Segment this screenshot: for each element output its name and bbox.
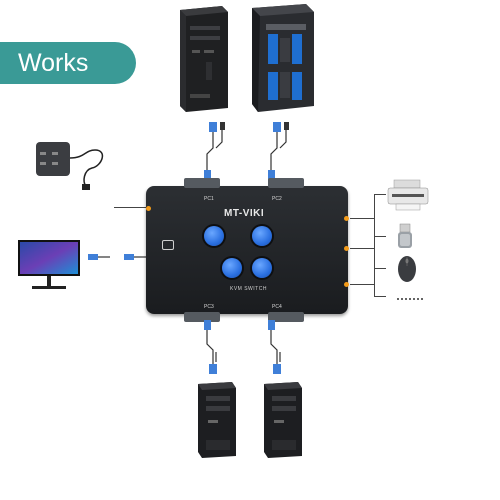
vga-port-pc3 [184,312,220,322]
top-cables [204,122,289,180]
bus-stub [374,194,386,195]
bus-stub [374,296,386,297]
status-led [344,246,349,251]
hub-cable [114,207,146,208]
vga-port-pc1 [184,178,220,188]
usb-drive-icon [398,223,412,248]
vga-port-pc4 [268,312,304,322]
pc4-select-button[interactable] [252,258,272,278]
port-label-pc2: PC2 [272,196,282,202]
mouse-cable [350,284,374,285]
status-led [146,206,151,211]
kvm-switch: PC1 PC2 PC3 PC4 MT-VIKI KVM SWITCH [146,178,348,322]
printer-cable [350,218,374,219]
monitor-cable [88,254,146,260]
status-led [344,282,349,287]
bus-stub [374,236,386,237]
works-banner: Works [0,42,136,84]
kvm-model: KVM SWITCH [230,286,267,292]
keyboard-icon [397,298,423,300]
pc3-select-button[interactable] [222,258,242,278]
port-label-pc4: PC4 [272,304,282,310]
pc1-select-button[interactable] [204,226,224,246]
peripheral-bus [374,194,375,296]
desktop-tower-icon [180,6,228,112]
kvm-brand: MT-VIKI [224,208,265,219]
monitor-icon [18,240,80,289]
gaming-tower-icon [252,4,314,112]
status-led [344,216,349,221]
bottom-cables [204,320,281,374]
mini-tower-icon [198,382,236,458]
bus-stub [374,268,386,269]
usb-hub-icon [36,142,104,190]
printer-icon [387,179,429,211]
port-label-pc3: PC3 [204,304,214,310]
vga-port-pc2 [268,178,304,188]
mini-tower-icon [264,382,302,458]
pc2-select-button[interactable] [252,226,272,246]
port-label-pc1: PC1 [204,196,214,202]
kvm-logo-icon [162,240,174,250]
usb-cable [350,248,374,249]
mouse-icon [398,256,416,282]
